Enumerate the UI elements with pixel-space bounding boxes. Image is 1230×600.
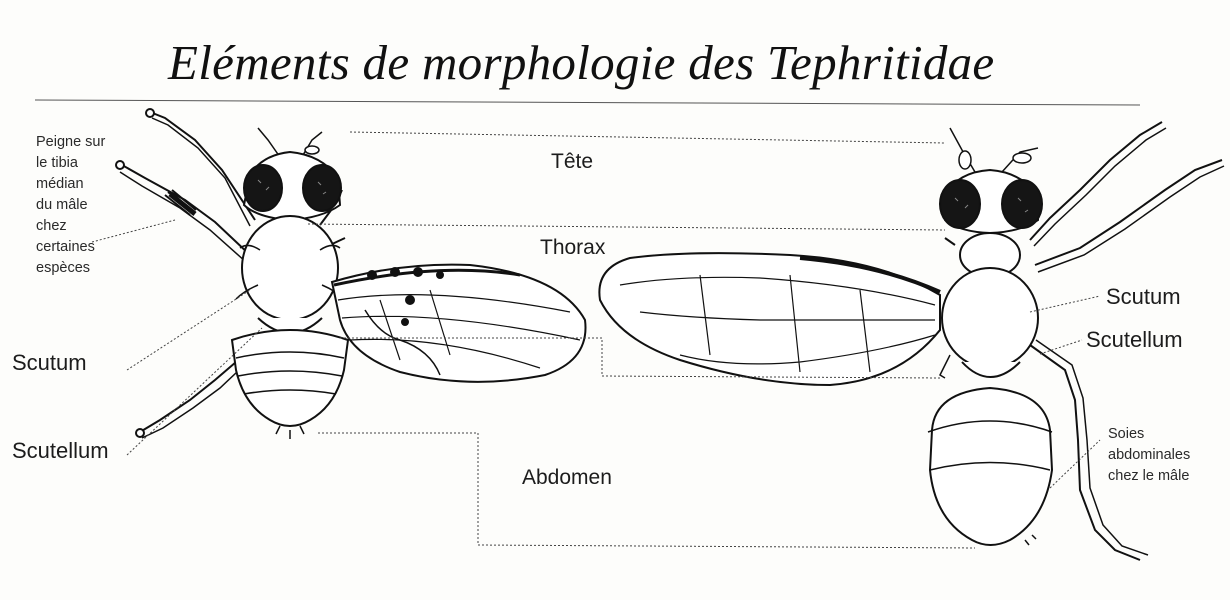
right-fly-midleg	[1035, 160, 1222, 265]
diagram-title: Eléments de morphologie des Tephritidae	[168, 38, 994, 87]
peigne-line: chez	[36, 216, 105, 237]
peigne-line: le tibia	[36, 153, 105, 174]
leader-abdomen	[318, 433, 975, 548]
right-fly-scutellum	[962, 362, 1020, 377]
right-fly-eye-right	[1002, 180, 1042, 228]
soies-label: Soies abdominales chez le mâle	[1108, 424, 1190, 487]
right-fly-thorax	[942, 268, 1038, 368]
right-fly-eye-left	[940, 180, 980, 228]
peigne-line: du mâle	[36, 195, 105, 216]
left-fly	[116, 109, 586, 439]
peigne-line: certaines	[36, 237, 105, 258]
soies-line: chez le mâle	[1108, 466, 1190, 487]
left-scutum-label: Scutum	[12, 350, 87, 376]
leader-scutum-right	[1030, 296, 1100, 312]
left-fly-eye-left	[244, 165, 282, 211]
thorax-label: Thorax	[540, 236, 605, 260]
right-scutellum-label: Scutellum	[1086, 327, 1183, 353]
left-scutellum-label: Scutellum	[12, 438, 109, 464]
right-scutum-label: Scutum	[1106, 284, 1181, 310]
soies-line: abdominales	[1108, 445, 1190, 466]
right-fly-foreleg	[1030, 122, 1162, 240]
leader-soies	[1050, 440, 1100, 488]
peigne-label: Peigne sur le tibia médian du mâle chez …	[36, 132, 105, 279]
leader-thorax	[308, 224, 945, 230]
peigne-line: Peigne sur	[36, 132, 105, 153]
title-underline	[35, 100, 1140, 105]
left-fly-thorax	[242, 216, 338, 320]
left-fly-eye-right	[303, 165, 341, 211]
peigne-line: espèces	[36, 258, 105, 279]
peigne-line: médian	[36, 174, 105, 195]
soies-line: Soies	[1108, 424, 1190, 445]
left-fly-wing	[332, 265, 586, 382]
left-fly-abdomen	[232, 330, 348, 426]
tete-label: Tête	[551, 150, 593, 174]
leader-tete	[350, 132, 945, 143]
leader-scutum-left	[127, 290, 250, 370]
abdomen-label: Abdomen	[522, 466, 612, 490]
